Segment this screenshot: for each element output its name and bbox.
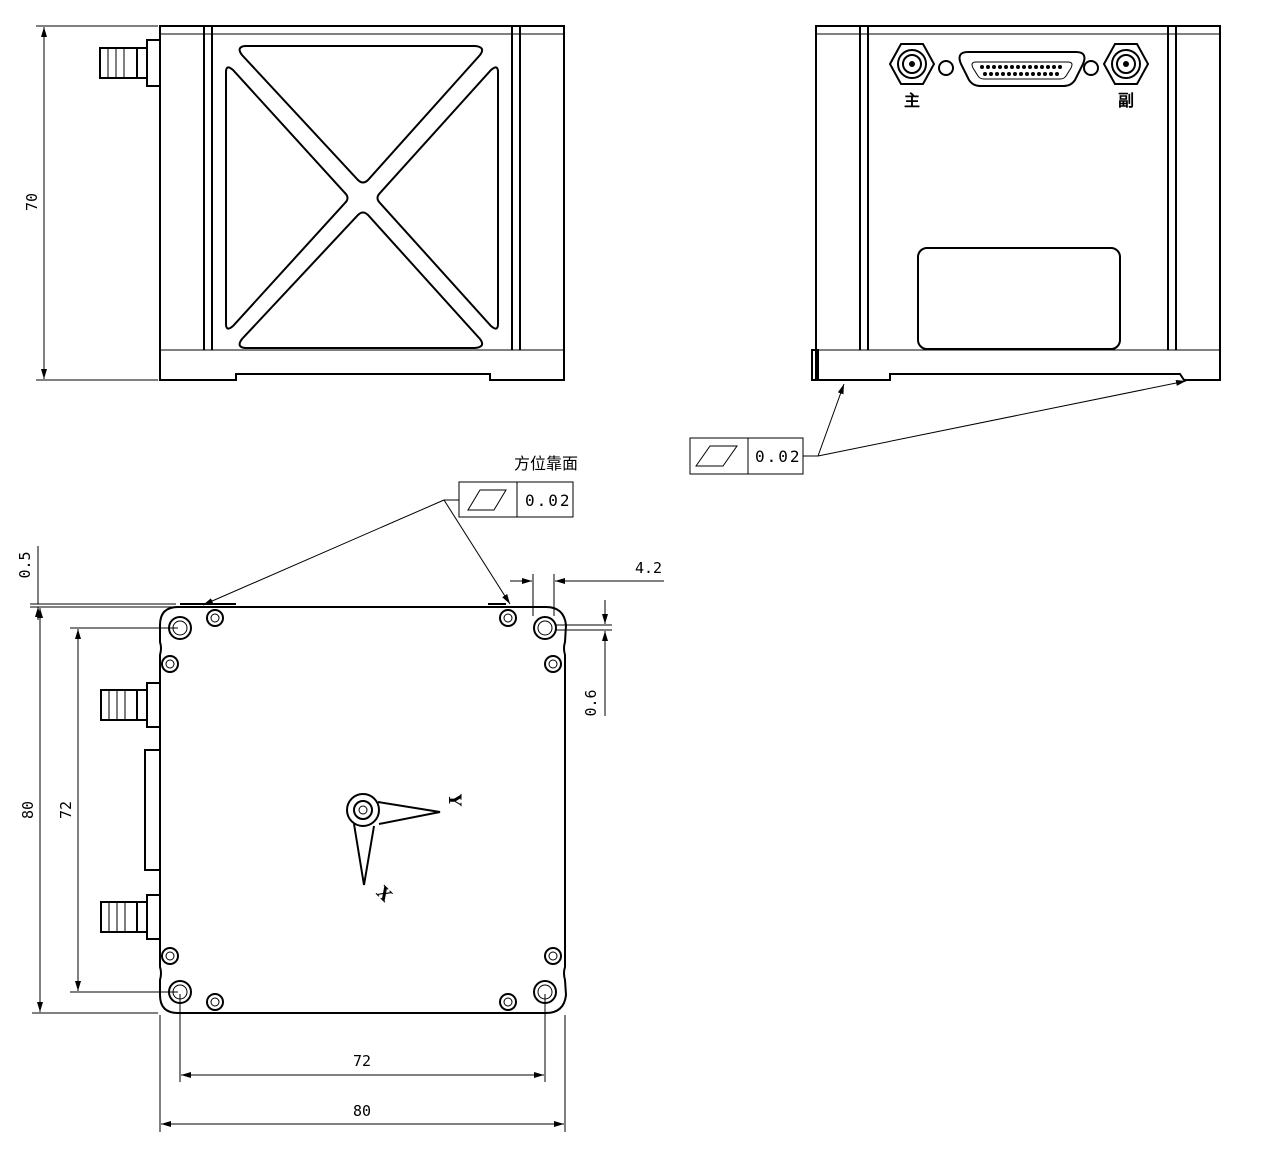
main-rf-connector bbox=[888, 43, 936, 85]
axis-y-label: Y bbox=[444, 793, 464, 807]
front-housing-outline bbox=[815, 25, 1221, 381]
mount-hole-right bbox=[1083, 60, 1099, 76]
dim-label-4-2: 4.2 bbox=[635, 559, 662, 577]
front-flatness-callout: 0.02 bbox=[689, 380, 1187, 475]
top-view: Y X 0.5 方位靠面 0.02 4.2 bbox=[16, 454, 664, 1132]
datum-note: 方位靠面 bbox=[514, 454, 578, 473]
side-rib-pocket-right bbox=[376, 66, 499, 330]
front-flatness-value: 0.02 bbox=[755, 447, 802, 466]
side-housing-outline bbox=[159, 25, 565, 381]
dim-label-70: 70 bbox=[23, 193, 41, 211]
side-view: 70 bbox=[23, 25, 565, 381]
label-plate bbox=[917, 247, 1121, 350]
top-connector-upper bbox=[100, 682, 161, 728]
side-rib-pocket-left bbox=[225, 66, 349, 330]
top-flatness-value: 0.02 bbox=[525, 491, 572, 510]
dim-label-72-vertical: 72 bbox=[57, 801, 75, 819]
dim-label-80-horizontal: 80 bbox=[353, 1102, 371, 1120]
axis-marker: Y X bbox=[346, 793, 464, 907]
dim-4-2: 4.2 bbox=[510, 559, 664, 616]
front-view: 主 副 0.02 bbox=[689, 25, 1221, 475]
axis-x-label: X bbox=[372, 883, 396, 907]
flatness-symbol bbox=[695, 445, 738, 467]
side-rib-pocket-bottom bbox=[238, 211, 484, 349]
dsub-connector bbox=[958, 51, 1086, 87]
flatness-symbol-top bbox=[467, 489, 507, 511]
dsub-pins bbox=[980, 65, 1062, 76]
top-side-plate bbox=[144, 749, 161, 871]
mount-hole-left bbox=[938, 60, 954, 76]
dim-label-0-6: 0.6 bbox=[582, 689, 600, 716]
dim-0-6: 0.6 bbox=[555, 600, 612, 717]
aux-rf-connector bbox=[1102, 43, 1150, 85]
dim-label-80-vertical: 80 bbox=[19, 801, 37, 819]
dim-label-0-5: 0.5 bbox=[16, 551, 34, 578]
top-flatness-callout: 方位靠面 0.02 bbox=[202, 454, 578, 606]
side-rib-pocket-top bbox=[238, 45, 484, 184]
aux-connector-label: 副 bbox=[1118, 91, 1134, 110]
side-connector bbox=[99, 39, 161, 87]
top-connector-lower bbox=[100, 894, 161, 940]
top-housing-outline bbox=[159, 606, 568, 1014]
main-connector-label: 主 bbox=[904, 91, 920, 110]
dim-label-72-horizontal: 72 bbox=[353, 1052, 371, 1070]
mount-hole-tr bbox=[533, 616, 557, 640]
screws bbox=[161, 609, 562, 1011]
